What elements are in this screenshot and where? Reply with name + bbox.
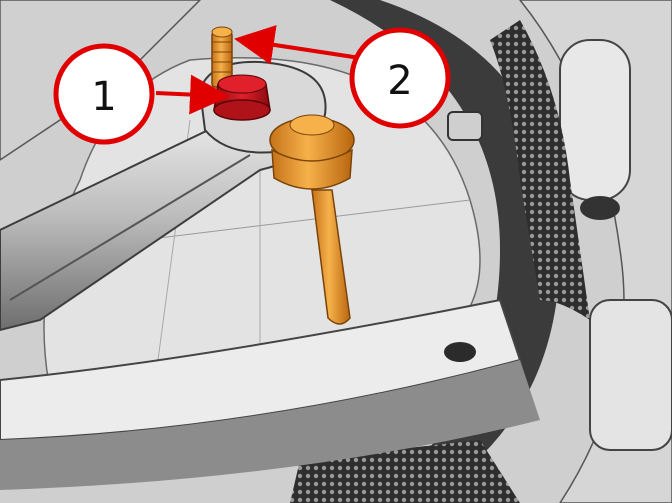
right-boss [559,39,631,201]
callout-2: 2 [349,27,451,129]
sway-bar-link-rod [311,189,351,325]
bolt-head-lip [444,342,476,362]
right-lower-part [589,299,672,451]
ball-joint-cap [289,114,335,136]
callout-1: 1 [53,43,155,145]
callout-1-circle [53,43,155,145]
callout-1-label: 1 [91,74,116,120]
arrow-1 [155,74,230,115]
control-arm-edge [9,154,251,301]
lock-nut-flange [213,99,271,121]
mesh-panel-upper [490,20,590,320]
bowl-lip-shadow [0,360,540,490]
callout-2-label: 2 [387,58,412,104]
bolt-head-right [580,196,620,220]
ball-joint-body [271,148,353,190]
arrow-2 [234,25,361,65]
callout-2-circle [349,27,451,129]
connector-plug [447,111,483,141]
